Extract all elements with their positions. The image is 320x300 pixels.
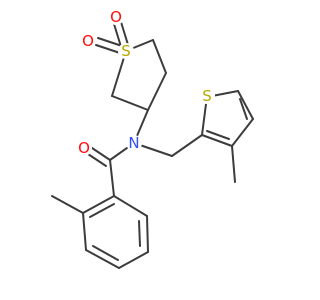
atom-labels: S O O N O S [76, 8, 215, 157]
atom-s-sulfone: S [118, 42, 134, 60]
bond-ring-c3-c4 [147, 72, 167, 111]
bond-ring-c2-c3 [111, 95, 149, 111]
atom-s-thiophene: S [199, 87, 215, 105]
bond-thio-c4-c3 [231, 118, 254, 147]
molecule-diagram: S O O N O S [51, 8, 254, 269]
bond-benz-inner-c [138, 220, 141, 247]
atom-n-amide: N [126, 134, 142, 152]
bond-benz-4-5 [118, 251, 149, 269]
bond-benz-3-4 [85, 249, 120, 269]
bond-carbonyl-o-b [87, 153, 107, 167]
bond-thio-c2-s [201, 103, 207, 136]
structure-svg: S O O N O S [51, 8, 254, 269]
atom-o-carbonyl: O [76, 139, 92, 157]
bond-thio-inner-b [206, 130, 230, 140]
bond-ch2-thiophene [171, 134, 203, 157]
atom-s-sulfone-label: S [121, 42, 131, 60]
atom-o-left: O [80, 32, 96, 50]
bond-thio-inner-a [239, 98, 248, 120]
atom-o-top-label: O [110, 8, 122, 26]
bond-benz-1-2 [82, 195, 115, 214]
bond-benz-inner-a [89, 203, 115, 218]
bond-thio-c3-c2 [201, 134, 233, 147]
bond-benz-6-1 [113, 195, 148, 217]
bond-benz-5-6 [146, 215, 149, 253]
bond-thio-s-c5 [211, 90, 239, 97]
bond-thio-methyl [231, 145, 236, 183]
bond-carbonyl-o-a [91, 147, 111, 161]
atom-o-top: O [108, 8, 124, 26]
bond-carbonyl-ring [109, 159, 115, 197]
atom-s-thiophene-label: S [202, 87, 212, 105]
atom-o-carbonyl-label: O [78, 139, 90, 157]
atom-n-amide-label: N [128, 134, 139, 152]
atom-o-left-label: O [82, 32, 94, 50]
bond-benz-methyl [51, 195, 84, 214]
bond-ring-c4-c5 [152, 39, 167, 74]
bond-benz-2-3 [82, 212, 87, 251]
bond-thio-c5-c4 [237, 90, 254, 120]
bond-benz-inner-b [92, 245, 119, 261]
